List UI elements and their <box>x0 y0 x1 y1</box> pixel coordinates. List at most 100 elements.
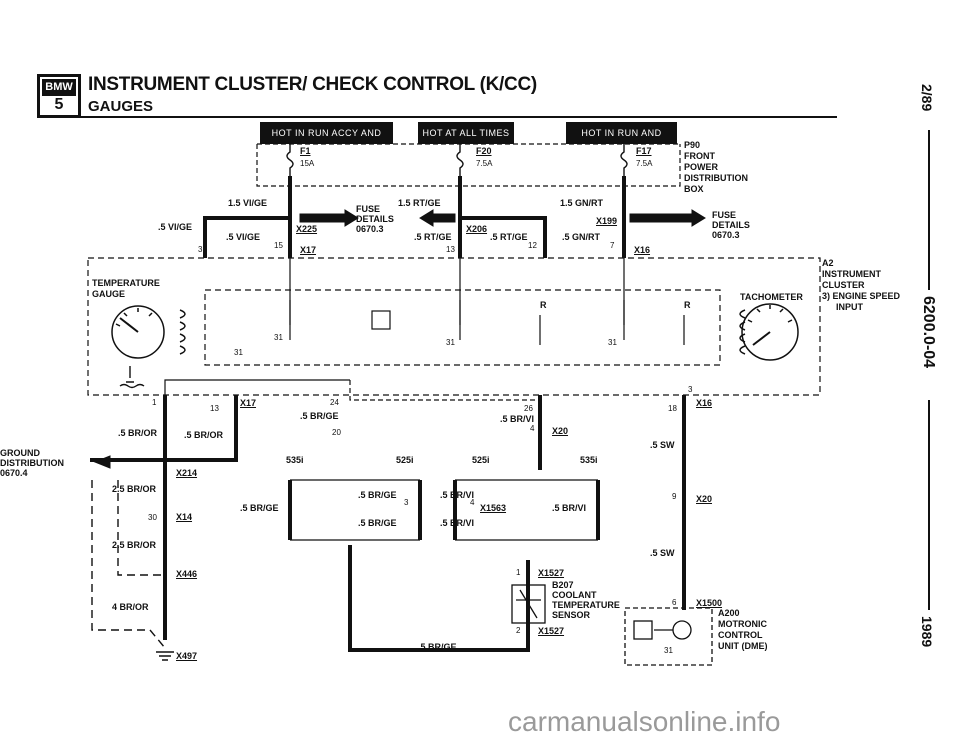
fuse-f17-rating: 7.5A <box>636 159 653 168</box>
pin-number: 4 <box>530 424 535 433</box>
pin-number: 3 <box>688 385 693 394</box>
fuse-details-arrow-center <box>419 209 456 227</box>
a200-frame <box>624 607 713 666</box>
fuse-details-left-2: 0670.3 <box>356 224 384 234</box>
connector-label: X1500 <box>696 598 723 608</box>
wire-label: 2.5 BR/OR <box>112 540 157 550</box>
wire-label: .5 BR/GE <box>418 642 457 652</box>
temperature-gauge-symbol <box>111 305 186 359</box>
cluster-feed-lines <box>289 258 625 325</box>
fuse-details-right-1: DETAILS <box>712 220 750 230</box>
ground-dist-line-1: DISTRIBUTION <box>0 458 64 468</box>
p90-line-0: P90 <box>684 140 701 150</box>
a2-line-2: CLUSTER <box>822 280 865 290</box>
fuse-details-left: FUSE DETAILS 0670.3 <box>356 204 394 234</box>
fuse-details-right-0: FUSE <box>712 210 737 220</box>
pin-number: 18 <box>668 404 677 413</box>
connector-label: X1527 <box>538 568 565 578</box>
pin-number: 20 <box>332 428 341 437</box>
wire-label: 2.5 BR/OR <box>112 484 157 494</box>
wire-label: 4 BR/OR <box>112 602 149 612</box>
pin-number: 13 <box>446 245 455 254</box>
connector-label: X225 <box>296 224 318 234</box>
logo-series: 5 <box>54 96 64 113</box>
ground-label: 31 <box>274 333 283 342</box>
p90-line-3: DISTRIBUTION <box>684 173 748 183</box>
ground-dist-line-0: GROUND <box>0 448 40 458</box>
a200-line-3: UNIT (DME) <box>718 641 768 651</box>
wire-ground-top <box>90 395 238 462</box>
pin-number: 3 <box>198 245 203 254</box>
pin-number: 15 <box>274 241 283 250</box>
wire-label: .5 BR/VI <box>440 490 475 500</box>
pin-number: 12 <box>528 241 537 250</box>
pin-number: 9 <box>672 492 677 501</box>
cluster-ground-icon <box>371 310 391 330</box>
fuse-f20-id: F20 <box>476 146 492 156</box>
pin-number: 4 <box>470 498 475 507</box>
wire-dashed-run <box>349 380 540 401</box>
wire-vi-ge-branch <box>203 216 290 258</box>
connector-label: X199 <box>596 216 618 226</box>
tachometer-label: TACHOMETER <box>740 292 803 302</box>
pin-number: 2 <box>516 626 521 635</box>
fuse-details-right: FUSE DETAILS 0670.3 <box>712 210 750 240</box>
wire-model-variants <box>288 480 600 540</box>
coolant-temp-icon <box>119 366 145 389</box>
a2-line-1: INSTRUMENT <box>822 269 881 279</box>
pin-number: 30 <box>148 513 157 522</box>
temp-gauge-line-0: TEMPERATURE <box>92 278 160 288</box>
logo-brand: BMW <box>42 79 76 96</box>
wire-label: 1.5 GN/RT <box>560 198 604 208</box>
connector-label: X1563 <box>480 503 507 513</box>
fuse-f17-symbol <box>620 144 628 176</box>
a200-line-2: CONTROL <box>718 630 763 640</box>
fuse-details-arrow-right <box>629 209 706 227</box>
wire-top-run <box>164 379 350 395</box>
connector-label: X497 <box>176 651 198 661</box>
sensor-line-3: SENSOR <box>552 610 591 620</box>
pin-number: 6 <box>672 598 677 607</box>
ground-dist-arrow <box>93 455 111 469</box>
wire-label: .5 BR/GE <box>358 518 397 528</box>
ground-label: 31 <box>608 338 617 347</box>
wire-label: .5 GN/RT <box>562 232 601 242</box>
model-label: 535i <box>286 455 304 465</box>
tachometer-symbol <box>739 303 799 361</box>
wire-label: .5 BR/VI <box>552 503 587 513</box>
resistor-label: R <box>684 300 691 310</box>
bmw-5-logo: BMW 5 <box>37 74 81 118</box>
hot-bar-all-times: HOT AT ALL TIMES <box>418 122 514 144</box>
fuse-f1-symbol <box>286 144 294 176</box>
wire-sensor-return <box>348 545 530 652</box>
pin-number: 7 <box>610 241 615 250</box>
hot-bar-run-accy-start: HOT IN RUN ACCY AND START <box>260 122 393 160</box>
temperature-gauge-label: TEMPERATURE GAUGE <box>92 278 160 300</box>
fuse-f1-id: F1 <box>300 146 311 156</box>
connector-label: X16 <box>634 245 651 255</box>
sensor-line-1: COOLANT <box>552 590 597 600</box>
pin-number: 13 <box>210 404 219 413</box>
wire-label: .5 BR/GE <box>300 411 339 421</box>
a2-instrument-cluster-label: A2 INSTRUMENT CLUSTER 3) ENGINE SPEED IN… <box>822 258 900 313</box>
fuse-details-left-0: FUSE <box>356 204 381 214</box>
connector-label: X1527 <box>538 626 565 636</box>
fuse-details-right-2: 0670.3 <box>712 230 740 240</box>
wire-label: 1.5 RT/GE <box>398 198 441 208</box>
wire-label: .5 BR/GE <box>240 503 279 513</box>
a2-line-0: A2 <box>822 258 834 268</box>
fuse-details-arrow-left <box>299 209 359 227</box>
a200-line-0: A200 <box>718 608 740 618</box>
wire-label: .5 RT/GE <box>490 232 528 242</box>
wire-label: 1.5 VI/GE <box>228 198 268 208</box>
model-label: 535i <box>580 455 598 465</box>
a2-line-4: INPUT <box>836 302 863 312</box>
a200-line-1: MOTRONIC <box>718 619 767 629</box>
ground-label: 31 <box>446 338 455 347</box>
connector-label: X206 <box>466 224 488 234</box>
coolant-sensor-body <box>511 584 546 624</box>
wire-label: .5 VI/GE <box>158 222 193 232</box>
p90-line-4: BOX <box>684 184 704 194</box>
cluster-inner-frame <box>204 289 721 366</box>
